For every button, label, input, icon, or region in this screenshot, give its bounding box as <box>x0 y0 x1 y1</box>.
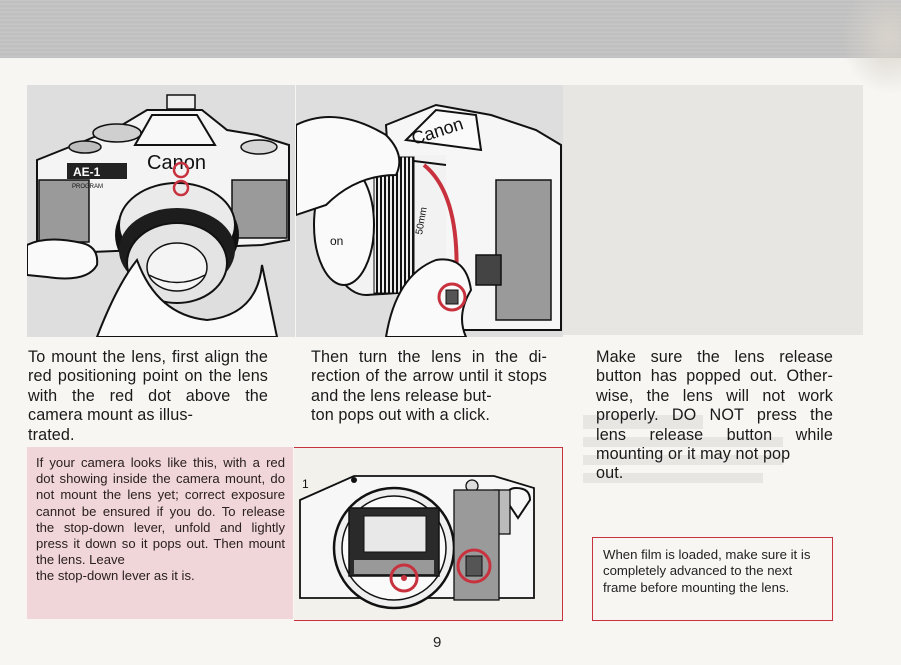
brand-logo-left: Canon <box>147 152 206 174</box>
text-col-3-last: out. <box>596 464 624 483</box>
text-col-3-body: Make sure the lens release button has po… <box>596 348 833 464</box>
lens-mark: 50mm <box>414 206 430 235</box>
note-stopdown-lever: If your camera looks like this, with a r… <box>27 447 293 619</box>
page-corner-shade <box>841 0 901 95</box>
note-stopdown-body: If your camera looks like this, with a r… <box>36 455 285 568</box>
model-sub-badge: PROGRAM <box>72 184 103 190</box>
note-stopdown-last: the stop-down lever as it is. <box>36 568 195 584</box>
text-col-3: Make sure the lens release button has po… <box>596 348 833 484</box>
text-col-2-last: ton pops out with a click. <box>311 406 490 425</box>
text-col-2: Then turn the lens in the di-rection of … <box>311 348 547 426</box>
show-through-reverse-page <box>563 85 863 483</box>
figure-stopdown-mount: 1 <box>294 447 563 621</box>
note-film-loaded: When film is loaded, make sure it is com… <box>592 537 833 621</box>
figure-align-red-dot: AE-1 PROGRAM Canon <box>27 85 295 337</box>
text-col-1-last: trated. <box>28 425 75 444</box>
model-badge: AE-1 <box>73 165 101 179</box>
top-gray-band <box>0 0 901 58</box>
page-number: 9 <box>433 634 442 651</box>
badge-fragment: 1 <box>302 477 309 491</box>
text-col-1: To mount the lens, first align the red p… <box>28 348 268 445</box>
figure-turn-lens: Canon on 50mm <box>296 85 563 337</box>
text-col-2-body: Then turn the lens in the di-rection of … <box>311 348 547 405</box>
text-col-1-body: To mount the lens, first align the red p… <box>28 348 268 425</box>
lens-cap-text: on <box>330 234 343 248</box>
